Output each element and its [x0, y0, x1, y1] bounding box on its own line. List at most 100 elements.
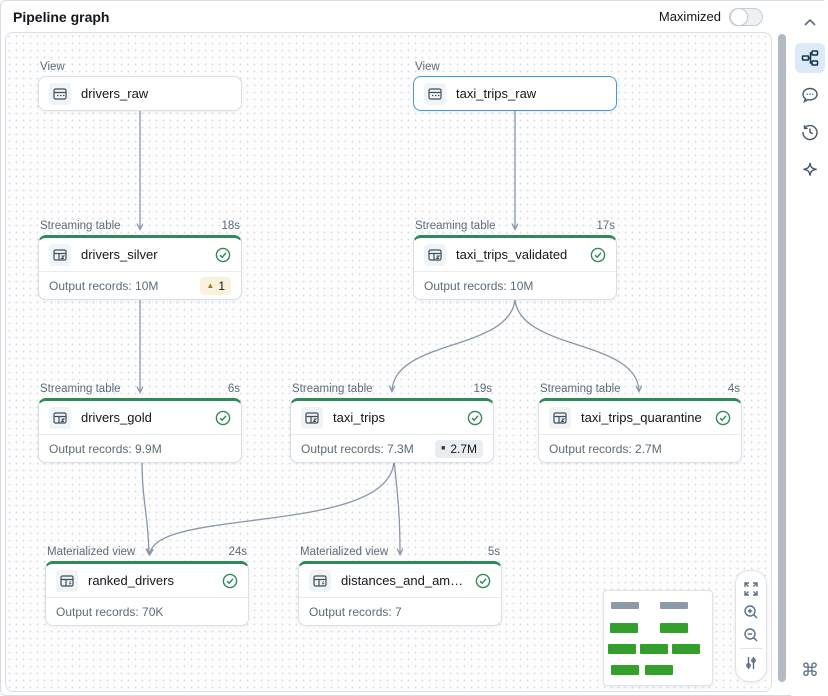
node-drivers-raw[interactable]: drivers_raw	[38, 76, 242, 111]
node-name: taxi_trips	[333, 410, 386, 425]
node-type-label: Streaming table	[292, 383, 373, 395]
output-records: Output records: 10M	[49, 278, 159, 293]
node-group-drivers-silver: Streaming table 18s drivers_silver Outpu…	[38, 216, 242, 300]
minimap-bar	[640, 644, 668, 654]
minimap-bar	[645, 665, 673, 675]
metric-badge[interactable]: ■ 2.7M	[435, 439, 483, 458]
event-history-icon[interactable]	[795, 117, 825, 147]
comments-icon[interactable]	[795, 80, 825, 110]
view-table-icon	[424, 82, 446, 105]
warning-triangle-icon: ▲	[206, 281, 215, 290]
display-settings-button[interactable]	[742, 654, 760, 672]
node-type-label: Materialized view	[300, 546, 389, 558]
node-name: taxi_trips_raw	[456, 86, 537, 101]
node-type-label: Streaming table	[40, 383, 121, 395]
metric-value: 2.7M	[450, 441, 477, 456]
vertical-scrollbar[interactable]	[777, 34, 787, 690]
zoom-out-button[interactable]	[742, 626, 760, 644]
node-duration: 4s	[727, 383, 740, 395]
view-table-icon	[49, 82, 71, 105]
node-distances-and-amounts[interactable]: distances_and_amounts_b... Output record…	[298, 561, 502, 626]
output-records: Output records: 10M	[424, 278, 534, 293]
streaming-table-icon	[49, 243, 71, 266]
assistant-sparkle-icon[interactable]	[795, 154, 825, 184]
node-type-label: Streaming table	[40, 220, 121, 232]
node-duration: 18s	[221, 220, 240, 232]
output-records: Output records: 7	[309, 604, 402, 619]
toggle-knob	[730, 7, 748, 26]
node-taxi-trips-quarantine[interactable]: taxi_trips_quarantine Output records: 2.…	[538, 398, 742, 463]
node-drivers-silver[interactable]: drivers_silver Output records: 10M ▲1	[38, 235, 242, 300]
output-records: Output records: 7.3M	[301, 441, 414, 456]
streaming-table-icon	[301, 406, 323, 429]
node-group-taxi-trips-raw: View taxi_trips_raw	[413, 57, 617, 111]
node-duration: 24s	[228, 546, 247, 558]
warning-badge[interactable]: ▲1	[200, 276, 231, 295]
minimap-bar	[611, 665, 639, 675]
maximize-control: Maximized	[659, 7, 763, 26]
minimap-bar	[610, 623, 638, 633]
edge-validated-to-quarantine	[514, 299, 639, 391]
materialized-view-icon	[56, 569, 78, 592]
panel-header: Pipeline graph Maximized	[1, 1, 777, 32]
minimap-bar	[672, 644, 700, 654]
node-taxi-trips[interactable]: taxi_trips Output records: 7.3M ■ 2.7M	[290, 398, 494, 463]
node-taxi-trips-raw[interactable]: taxi_trips_raw	[413, 76, 617, 111]
minimap-bar	[660, 623, 688, 633]
maximized-toggle[interactable]	[729, 7, 763, 26]
metric-square-icon: ■	[441, 445, 446, 452]
node-ranked-drivers[interactable]: ranked_drivers Output records: 70K	[45, 561, 249, 626]
streaming-table-icon	[549, 406, 571, 429]
graph-canvas[interactable]: View drivers_raw View taxi_trips_raw	[5, 32, 772, 692]
node-group-taxi-trips-validated: Streaming table 17s taxi_trips_validated…	[413, 216, 617, 300]
node-name: taxi_trips_validated	[456, 247, 568, 262]
node-name: distances_and_amounts_b...	[341, 573, 465, 588]
node-group-taxi-trips-quarantine: Streaming table 4s taxi_trips_quarantine…	[538, 379, 742, 463]
minimap-bar	[660, 602, 688, 609]
node-duration: 5s	[487, 546, 500, 558]
node-group-distances-and-amounts: Materialized view 5s distances_and_amoun…	[298, 542, 502, 626]
edge-taxi-trips-to-distances	[393, 459, 400, 554]
node-type-label: View	[415, 61, 440, 73]
minimap-bar	[611, 602, 639, 609]
output-records: Output records: 70K	[56, 604, 164, 619]
node-group-ranked-drivers: Materialized view 24s ranked_drivers Out…	[45, 542, 249, 626]
success-check-icon	[467, 410, 483, 426]
collapse-chevron-up-icon[interactable]	[795, 11, 825, 33]
scrollbar-thumb[interactable]	[778, 34, 786, 682]
node-name: drivers_gold	[81, 410, 152, 425]
success-check-icon	[475, 573, 491, 589]
zoom-in-button[interactable]	[742, 603, 760, 621]
success-check-icon	[222, 573, 238, 589]
minimap-bar	[608, 644, 636, 654]
node-type-label: View	[40, 61, 65, 73]
fit-to-screen-button[interactable]	[742, 580, 760, 598]
warning-count: 1	[218, 278, 225, 293]
node-drivers-gold[interactable]: drivers_gold Output records: 9.9M	[38, 398, 242, 463]
page-title: Pipeline graph	[13, 8, 110, 25]
node-taxi-trips-validated[interactable]: taxi_trips_validated Output records: 10M	[413, 235, 617, 300]
output-records: Output records: 2.7M	[549, 441, 662, 456]
graph-minimap[interactable]	[603, 590, 713, 686]
success-check-icon	[715, 410, 731, 426]
node-name: ranked_drivers	[88, 573, 174, 588]
node-duration: 6s	[227, 383, 240, 395]
node-type-label: Streaming table	[540, 383, 621, 395]
node-name: drivers_raw	[81, 86, 149, 101]
streaming-table-icon	[49, 406, 71, 429]
node-name: drivers_silver	[81, 247, 158, 262]
keyboard-shortcuts-icon[interactable]: ⌘	[801, 659, 819, 680]
output-records: Output records: 9.9M	[49, 441, 162, 456]
node-name: taxi_trips_quarantine	[581, 410, 702, 425]
right-sidebar: ⌘	[791, 1, 828, 696]
pipeline-graph-icon[interactable]	[795, 43, 825, 73]
node-type-label: Streaming table	[415, 220, 496, 232]
node-group-drivers-gold: Streaming table 6s drivers_gold Output r…	[38, 379, 242, 463]
controls-divider	[740, 648, 762, 650]
node-group-taxi-trips: Streaming table 19s taxi_trips Output re…	[290, 379, 494, 463]
streaming-table-icon	[424, 243, 446, 266]
edge-taxi-trips-to-ranked	[150, 459, 395, 554]
edge-validated-to-taxi-trips	[392, 299, 516, 391]
node-duration: 17s	[596, 220, 615, 232]
